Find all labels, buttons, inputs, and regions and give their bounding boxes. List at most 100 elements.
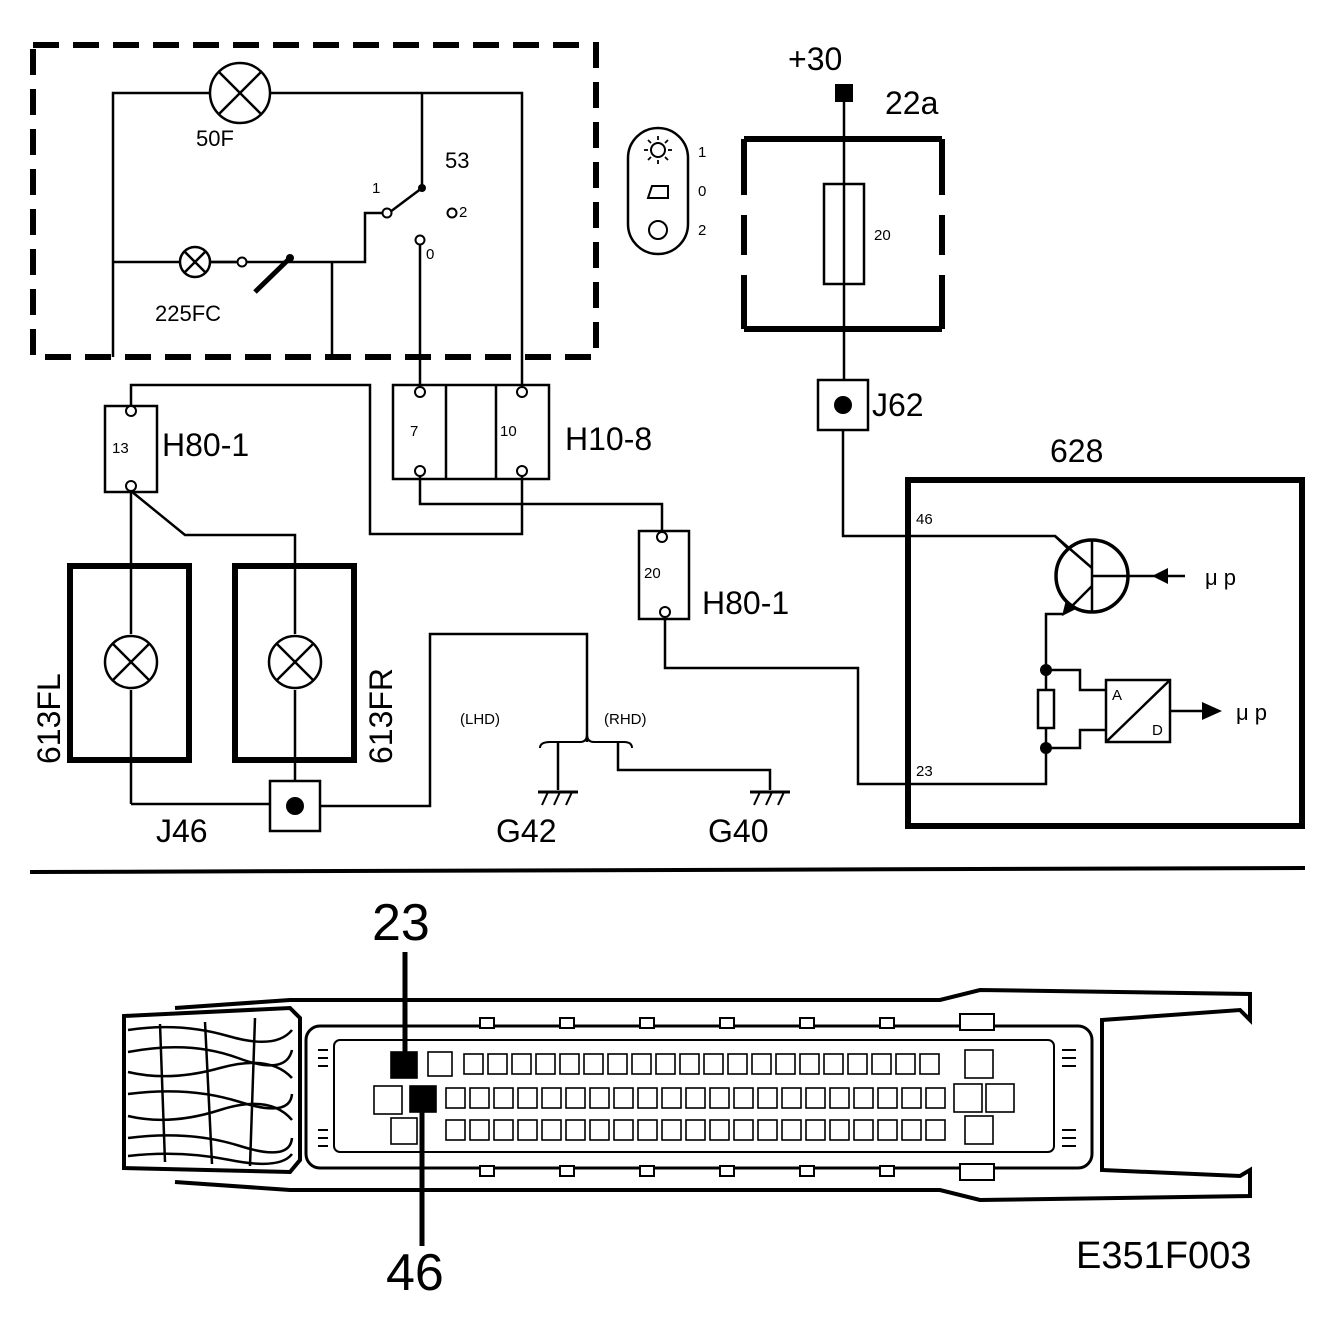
connector-pin: [583, 1053, 604, 1075]
pin-46: [409, 1085, 437, 1113]
lhd-label: (LHD): [460, 711, 500, 728]
contact-1: [381, 207, 393, 219]
connector-pin: [901, 1119, 922, 1141]
connector-pin: [655, 1053, 676, 1075]
figure-id: E351F003: [1076, 1235, 1251, 1277]
wire-housing-left: [111, 91, 210, 357]
contact-225fc: [236, 256, 248, 268]
connector-pin: [709, 1119, 730, 1141]
ecu-628: [905, 477, 1305, 829]
ad-a-label: A: [1112, 687, 1122, 704]
connector-pin: [964, 1049, 994, 1079]
connector-pin: [685, 1119, 706, 1141]
pin-top-label: 23: [372, 894, 430, 952]
connector-pin: [823, 1053, 844, 1075]
g40-label: G40: [708, 813, 768, 849]
connector-pin: [727, 1053, 748, 1075]
h10-pin7-label: 7: [410, 423, 418, 440]
ad-d-label: D: [1152, 722, 1163, 739]
connector-pin: [631, 1053, 652, 1075]
connector-pin: [733, 1119, 754, 1141]
connector-pin: [733, 1087, 754, 1109]
connector-pin: [565, 1119, 586, 1141]
contact-2: [446, 207, 458, 219]
sym-2-label: 2: [698, 222, 706, 239]
wire-to-fr: [130, 490, 297, 566]
h10-pin10-label: 10: [500, 423, 517, 440]
wire-g40: [616, 742, 772, 790]
pin-23-label: 23: [916, 763, 933, 780]
g42-label: G42: [496, 813, 556, 849]
connector-pin: [607, 1053, 628, 1075]
connector-pin: [517, 1087, 538, 1109]
connector-pin: [964, 1115, 994, 1145]
connector-h10-8: [391, 383, 551, 481]
rhd-label: (RHD): [604, 711, 647, 728]
connector-pin: [679, 1053, 700, 1075]
pos-0-label: 0: [426, 246, 434, 263]
pos-2-label: 2: [459, 204, 467, 221]
connector-pin: [661, 1119, 682, 1141]
connector-pin: [853, 1119, 874, 1141]
connector-pin: [493, 1119, 514, 1141]
contact-0: [414, 234, 426, 246]
connector-pin: [637, 1119, 658, 1141]
connector-pin: [775, 1053, 796, 1075]
connector-pin: [390, 1117, 418, 1145]
wire-ecu-pin23: [663, 610, 1064, 786]
connector-pin: [829, 1119, 850, 1141]
j46-label: J46: [156, 813, 208, 849]
connector-pin: [919, 1053, 940, 1075]
supply-terminal: [835, 84, 853, 102]
ad-converter: [1104, 678, 1172, 744]
connector-pin: [517, 1119, 538, 1141]
connector-pin: [895, 1053, 916, 1075]
connector-pin: [445, 1119, 466, 1141]
connector-pin: [925, 1087, 946, 1109]
wire-contact1: [113, 211, 383, 264]
ground-g40-icon: [750, 790, 790, 806]
connector-pin: [953, 1083, 983, 1113]
connector-pin: [901, 1087, 922, 1109]
ecu-label: 628: [1050, 433, 1103, 469]
h80-a-pin-label: 13: [112, 440, 129, 457]
wire-ad-b: [1046, 728, 1106, 750]
connector-pin: [799, 1053, 820, 1075]
connector-pin: [877, 1087, 898, 1109]
divider: [29, 866, 1306, 874]
j62-label: J62: [872, 387, 924, 423]
lamp-225fc-label: 225FC: [155, 301, 221, 326]
connector-pin: [805, 1119, 826, 1141]
supply-label: +30: [788, 41, 842, 77]
connector-pin: [511, 1053, 532, 1075]
wire-housing-top: [270, 91, 524, 385]
wire-h10-p7: [418, 476, 664, 536]
lamp-50f-label: 50F: [196, 126, 234, 151]
pin-46-label: 46: [916, 511, 933, 528]
connector-pin: [427, 1051, 453, 1077]
connector-pin: [985, 1083, 1015, 1113]
connector-pin: [469, 1119, 490, 1141]
connector-pin: [757, 1087, 778, 1109]
connector-pin: [757, 1119, 778, 1141]
connector-pin: [541, 1119, 562, 1141]
ecu-connector: [122, 987, 1252, 1203]
connector-pin: [829, 1087, 850, 1109]
connector-pin: [589, 1119, 610, 1141]
h80-b-label: H80-1: [702, 585, 789, 621]
pin-grid: [373, 1049, 1015, 1145]
connector-pin: [463, 1053, 484, 1075]
h10-label: H10-8: [565, 421, 652, 457]
connector-pin: [469, 1087, 490, 1109]
lamp-613fr-icon: [267, 634, 323, 690]
input-arrow-icon: [1152, 568, 1168, 584]
connector-pin: [565, 1087, 586, 1109]
switch-housing: [30, 42, 599, 360]
switch-blade: [389, 187, 423, 213]
sym-1-label: 1: [698, 144, 706, 161]
pos-1-label: 1: [372, 180, 380, 197]
connector-pin: [781, 1087, 802, 1109]
connector-pin: [445, 1087, 466, 1109]
connector-pin: [559, 1053, 580, 1075]
lamp-fr-label: 613FR: [363, 668, 399, 764]
